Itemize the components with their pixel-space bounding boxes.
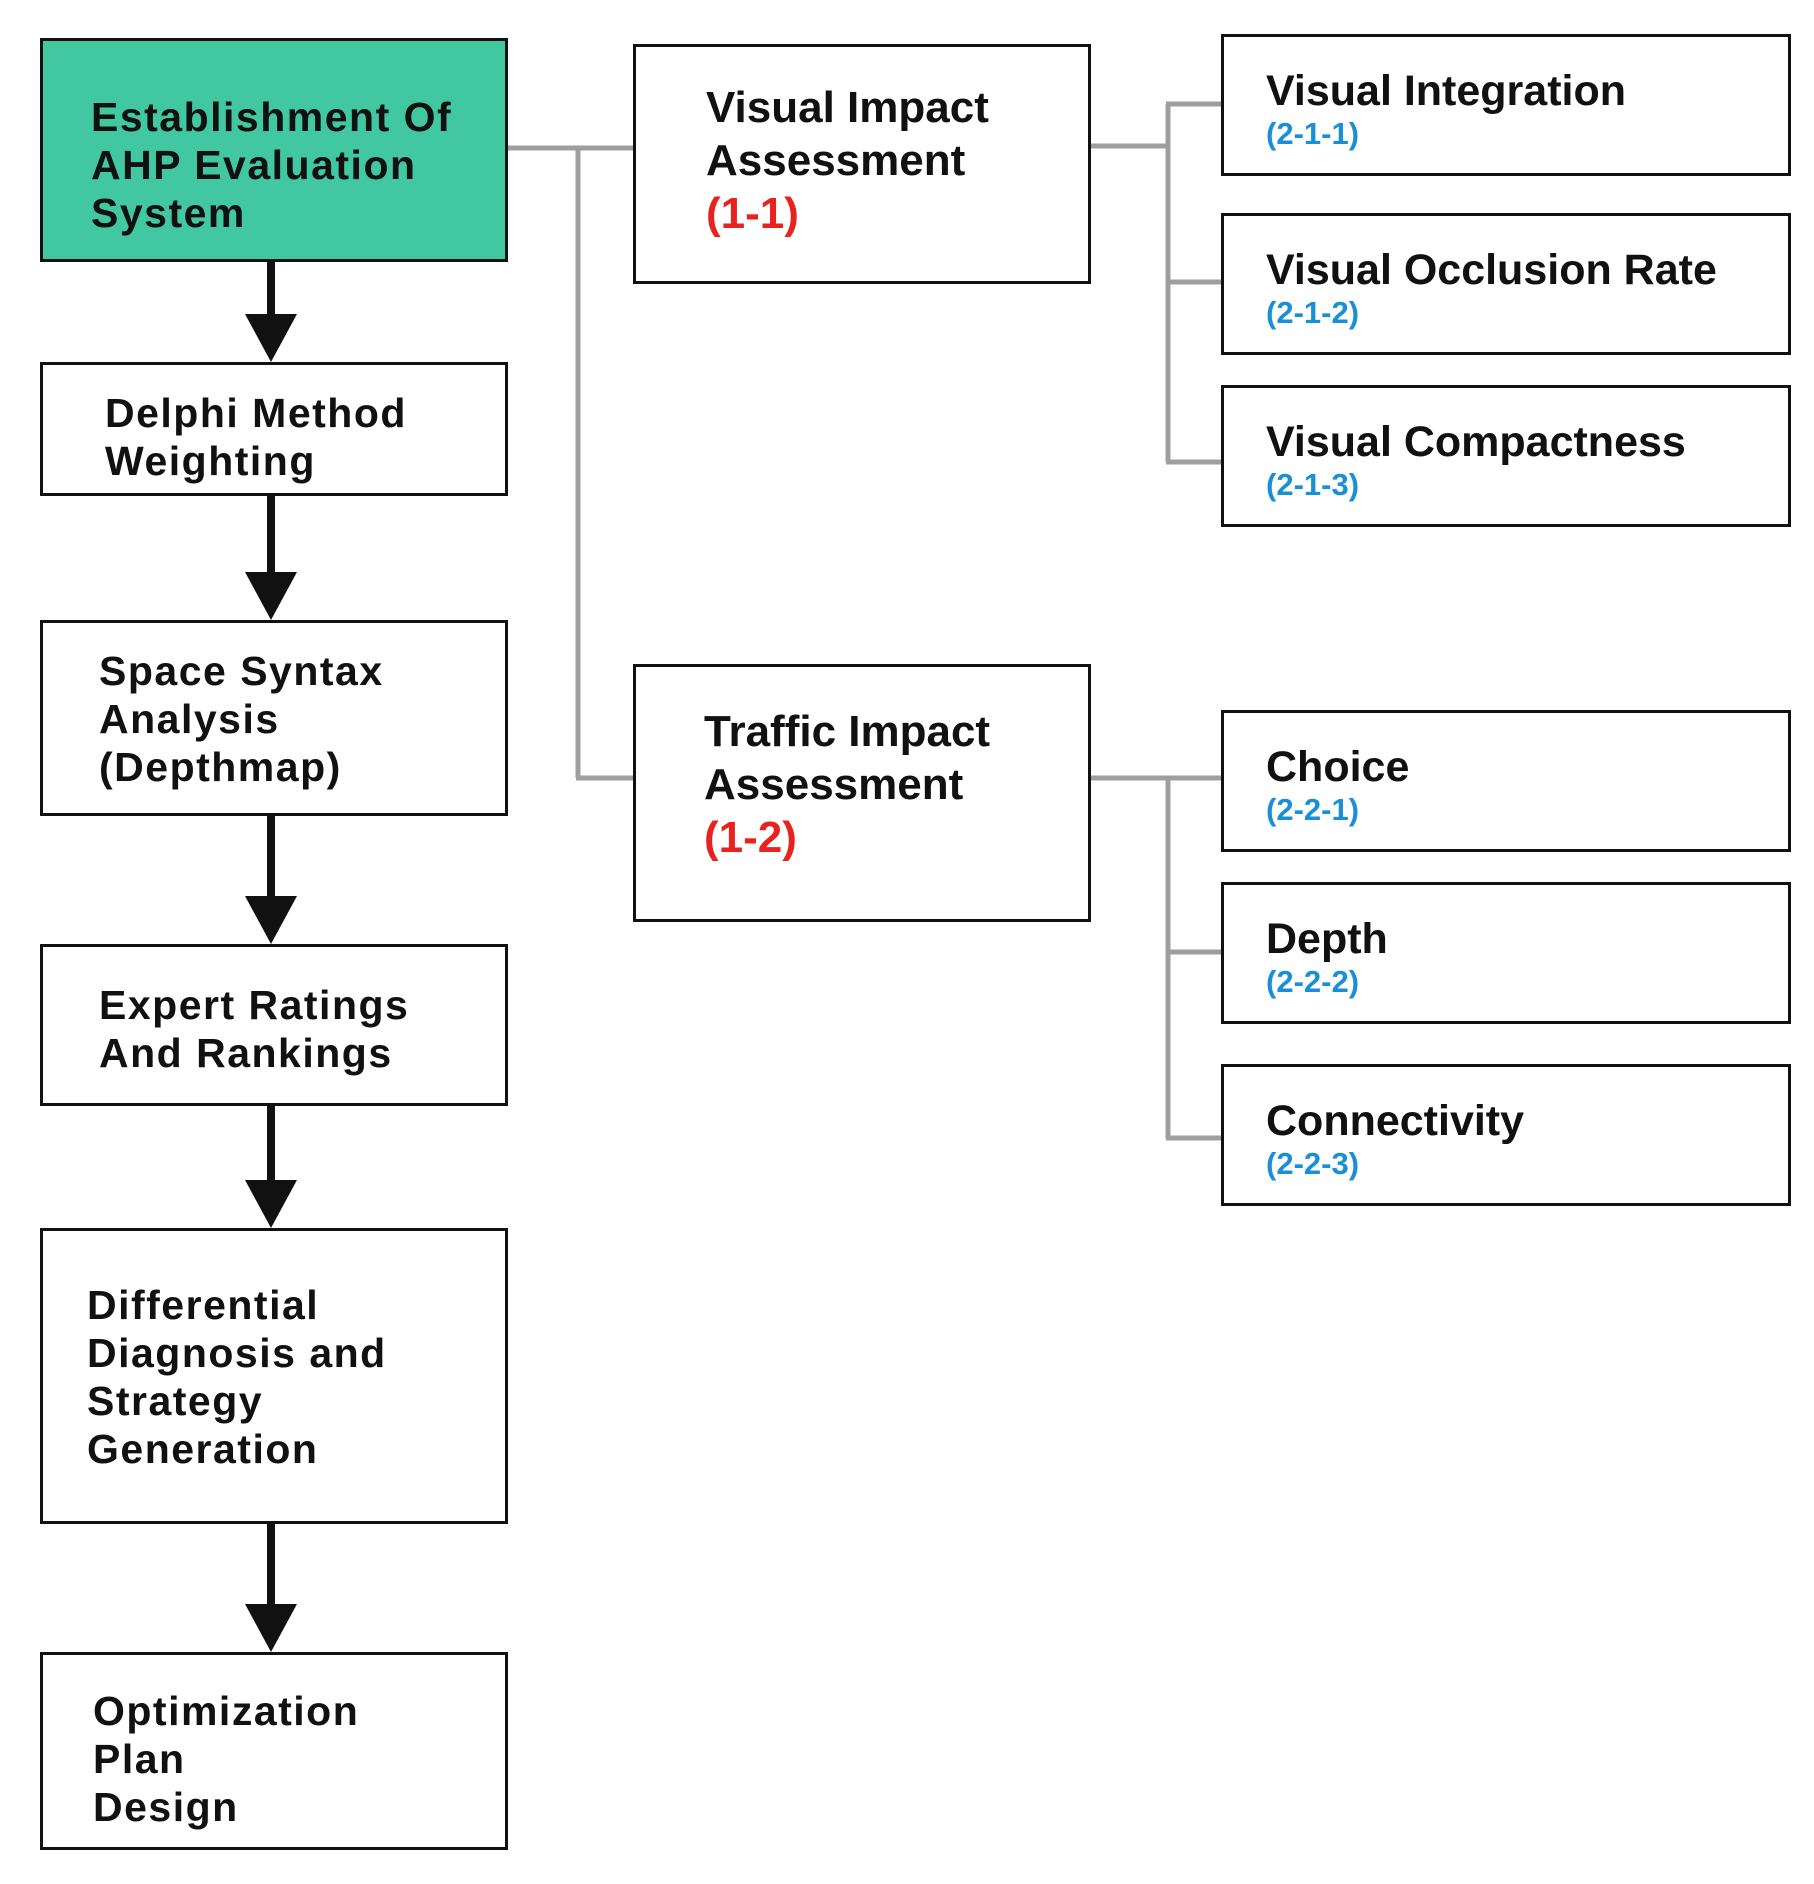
indicator-label: Connectivity: [1266, 1097, 1525, 1145]
flow-step-differential-diagnosis: Differential Diagnosis and Strategy Gene…: [40, 1228, 508, 1524]
indicator-depth: Depth (2-2-2): [1221, 882, 1791, 1024]
indicator-code: (2-1-3): [1266, 467, 1360, 502]
flow-step-optimization-plan: Optimization Plan Design: [40, 1652, 508, 1850]
flow-step-expert-ratings: Expert Ratings And Rankings: [40, 944, 508, 1106]
indicator-code: (2-1-2): [1266, 295, 1360, 330]
indicator-label: Depth: [1266, 915, 1388, 963]
indicator-code: (2-1-1): [1266, 116, 1360, 151]
flow-arrow: [245, 816, 297, 944]
indicator-visual-compactness: Visual Compactness (2-1-3): [1221, 385, 1791, 527]
indicator-code: (2-2-3): [1266, 1146, 1360, 1181]
indicator-label: Visual Integration: [1266, 67, 1626, 115]
flow-step-delphi-weighting: Delphi Method Weighting: [40, 362, 508, 496]
indicator-visual-integration: Visual Integration (2-1-1): [1221, 34, 1791, 176]
flow-arrow: [245, 496, 297, 620]
indicator-code: (2-2-1): [1266, 792, 1360, 827]
indicator-code: (2-2-2): [1266, 964, 1360, 999]
criterion-visual-impact-assessment: Visual Impact Assessment (1-1): [633, 44, 1091, 284]
flow-step-label: Delphi Method Weighting: [105, 390, 407, 484]
criterion-label: Visual Impact Assessment: [706, 83, 989, 185]
flow-step-label: Establishment Of AHP Evaluation System: [91, 94, 453, 236]
indicator-label: Visual Compactness: [1266, 418, 1686, 466]
flow-arrow: [245, 262, 297, 362]
indicator-connectivity: Connectivity (2-2-3): [1221, 1064, 1791, 1206]
flow-step-space-syntax-analysis: Space Syntax Analysis (Depthmap): [40, 620, 508, 816]
indicator-label: Visual Occlusion Rate: [1266, 246, 1717, 294]
flow-step-label: Space Syntax Analysis (Depthmap): [99, 648, 384, 790]
flow-step-label: Expert Ratings And Rankings: [99, 982, 410, 1076]
criterion-code: (1-2): [704, 813, 797, 862]
flow-step-ahp-establishment: Establishment Of AHP Evaluation System: [40, 38, 508, 262]
criterion-traffic-impact-assessment: Traffic Impact Assessment (1-2): [633, 664, 1091, 922]
indicator-label: Choice: [1266, 743, 1410, 791]
flow-step-label: Differential Diagnosis and Strategy Gene…: [87, 1282, 387, 1472]
indicator-choice: Choice (2-2-1): [1221, 710, 1791, 852]
indicator-visual-occlusion-rate: Visual Occlusion Rate (2-1-2): [1221, 213, 1791, 355]
criterion-label: Traffic Impact Assessment: [704, 707, 991, 809]
flow-arrow: [245, 1524, 297, 1652]
flow-arrow: [245, 1106, 297, 1228]
criterion-code: (1-1): [706, 189, 799, 238]
flow-step-label: Optimization Plan Design: [93, 1688, 360, 1830]
